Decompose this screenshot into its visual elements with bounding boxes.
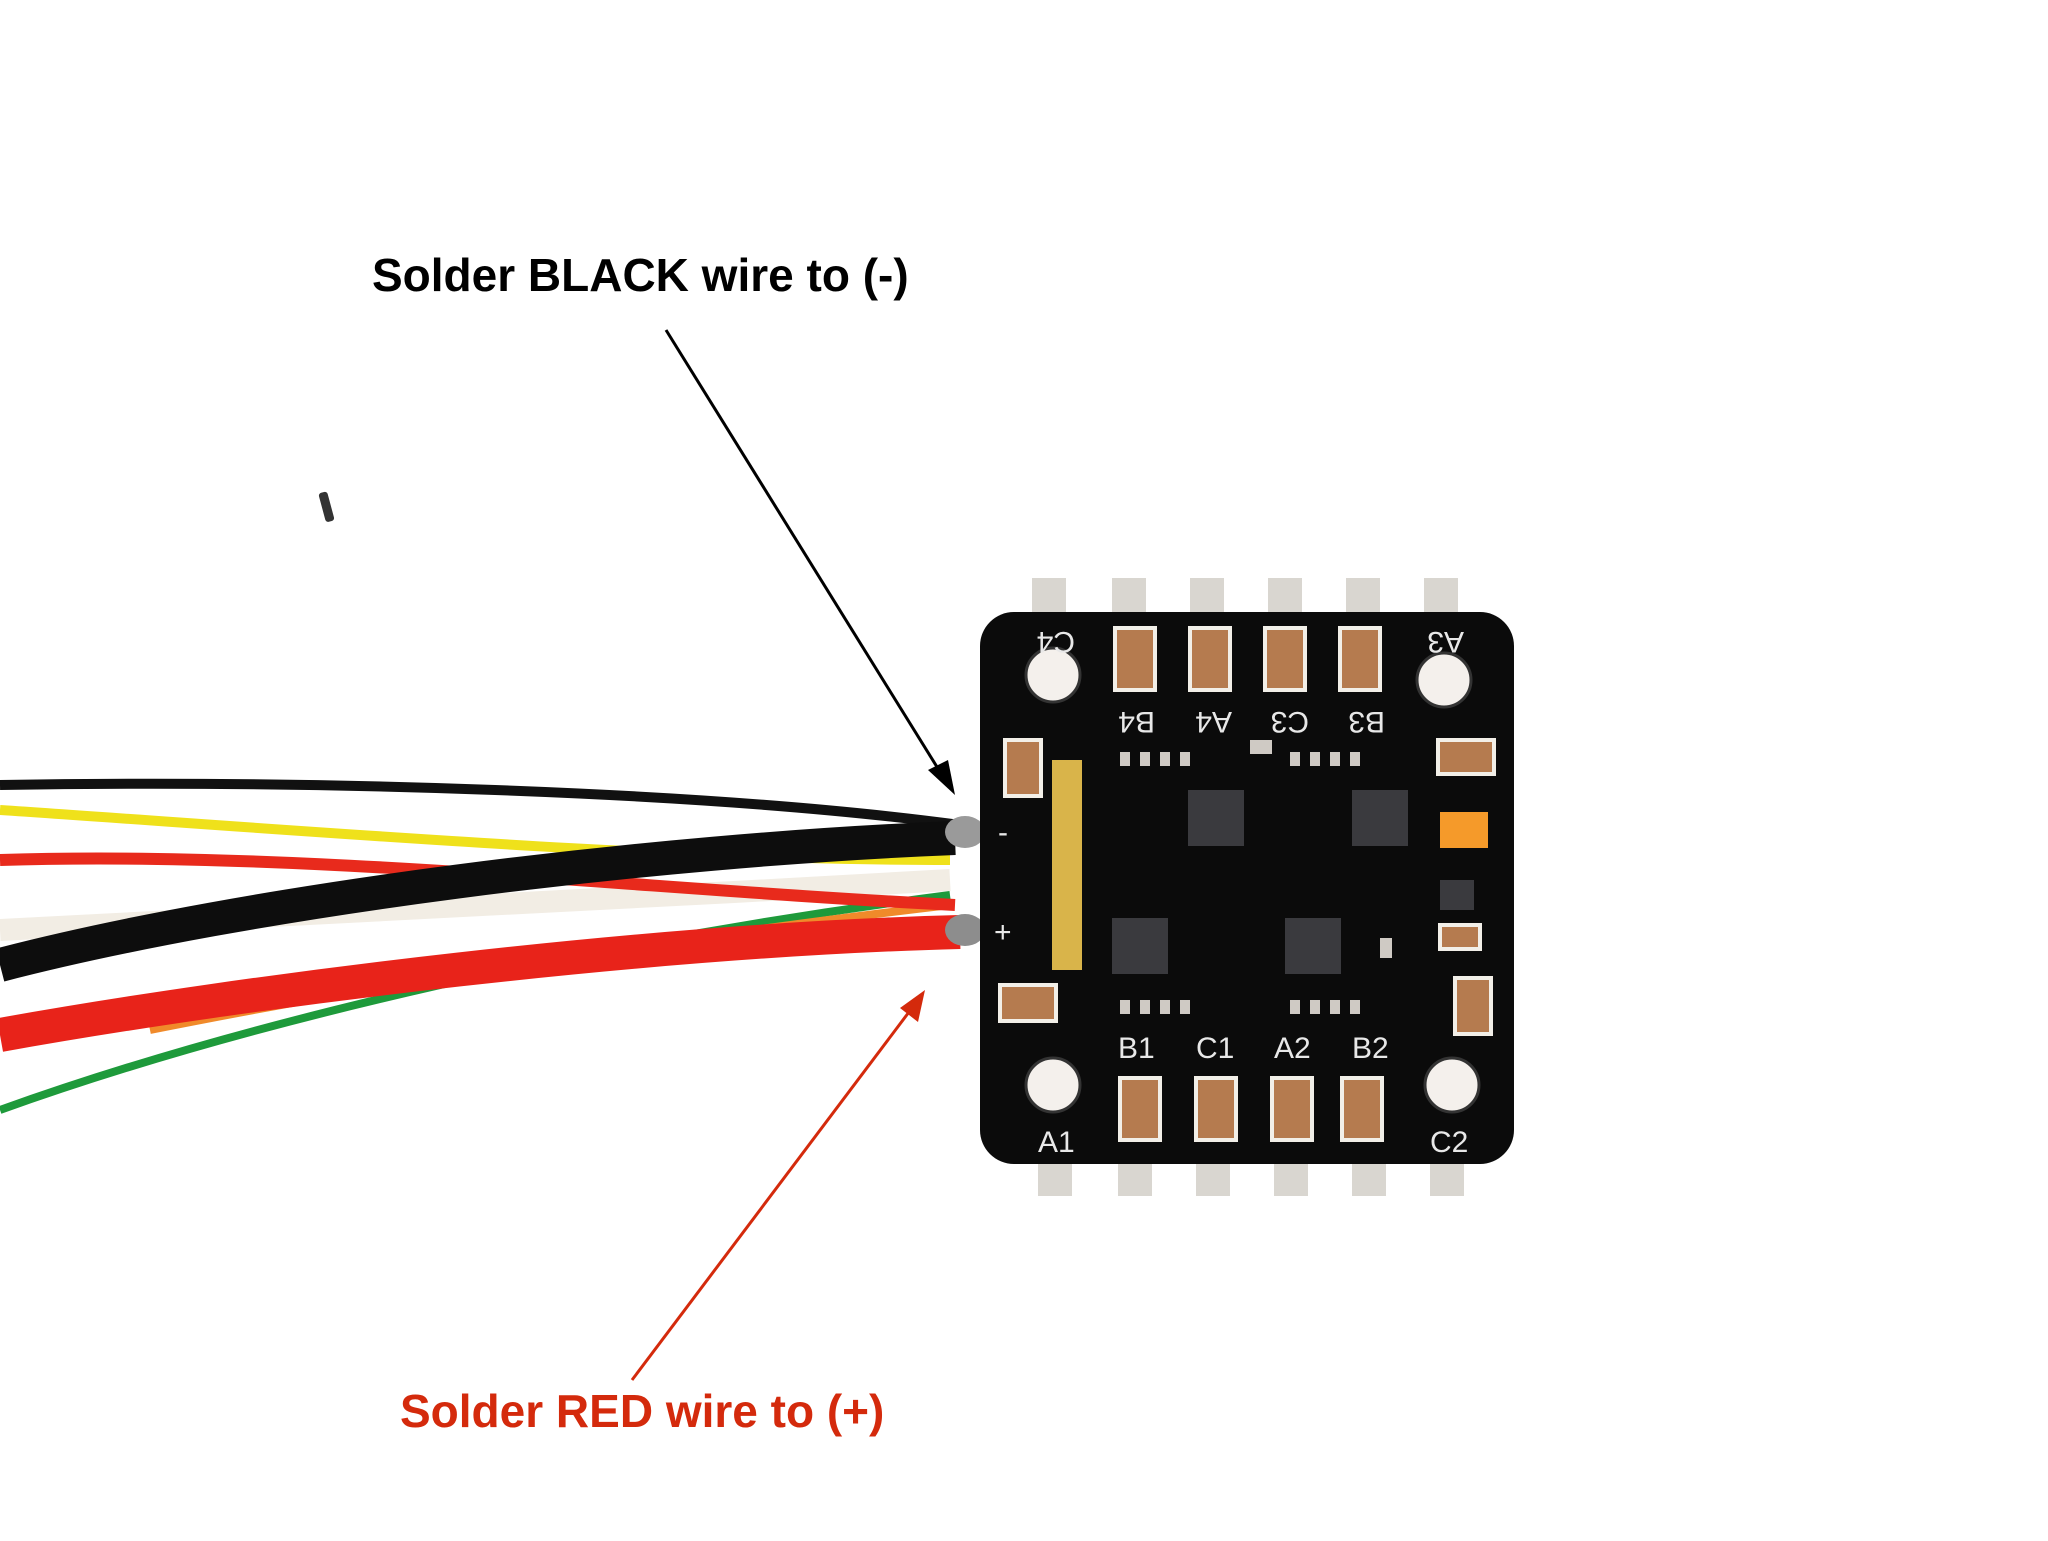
- mounting-holes: [1024, 646, 1481, 1114]
- minus-symbol: -: [998, 816, 1008, 849]
- label-b3: B3: [1348, 705, 1385, 738]
- small-components: [1120, 740, 1392, 1014]
- label-c3: C3: [1271, 705, 1309, 738]
- label-c4: C4: [1037, 625, 1075, 658]
- arrow-black-head: [928, 760, 955, 795]
- black-wire-instruction: Solder BLACK wire to (-): [372, 249, 909, 301]
- label-c2: C2: [1430, 1126, 1468, 1159]
- arrow-red: [630, 990, 925, 1381]
- debris: [318, 491, 335, 522]
- top-pads: [1032, 578, 1458, 616]
- red-wire-instruction: Solder RED wire to (+): [400, 1385, 885, 1437]
- bottom-capacitors: [1118, 1076, 1384, 1142]
- wire-black-thin: [0, 778, 961, 830]
- gold-bus-bar: [1052, 760, 1082, 970]
- solder-joint-plus: [945, 914, 985, 946]
- side-capacitors: [998, 738, 1496, 1036]
- bottom-silk-labels: A1 B1 C1 A2 B2 C2: [1038, 1032, 1468, 1159]
- top-capacitors: [1113, 626, 1382, 692]
- label-b2: B2: [1352, 1032, 1389, 1065]
- mosfet-chips: [1112, 790, 1474, 974]
- label-a4: A4: [1195, 705, 1232, 738]
- plus-symbol: +: [994, 916, 1012, 949]
- top-silk-labels: C4 B4 A4 C3 B3 A3: [1037, 625, 1464, 738]
- arrow-red-head: [900, 990, 925, 1022]
- solder-joint-minus: [945, 816, 985, 848]
- label-a2: A2: [1274, 1032, 1311, 1065]
- label-b4: B4: [1118, 705, 1155, 738]
- label-c1: C1: [1196, 1032, 1234, 1065]
- label-b1: B1: [1118, 1032, 1155, 1065]
- label-a3: A3: [1427, 625, 1464, 658]
- arrow-black: [664, 329, 955, 795]
- status-led: [1440, 812, 1488, 848]
- label-a1: A1: [1038, 1126, 1075, 1159]
- wire-bundle: [0, 778, 985, 1114]
- wire-black-thick: [0, 821, 956, 982]
- wire-red-thick: [0, 915, 961, 1052]
- pcb-board: [980, 612, 1514, 1164]
- bottom-pads: [1038, 1158, 1464, 1196]
